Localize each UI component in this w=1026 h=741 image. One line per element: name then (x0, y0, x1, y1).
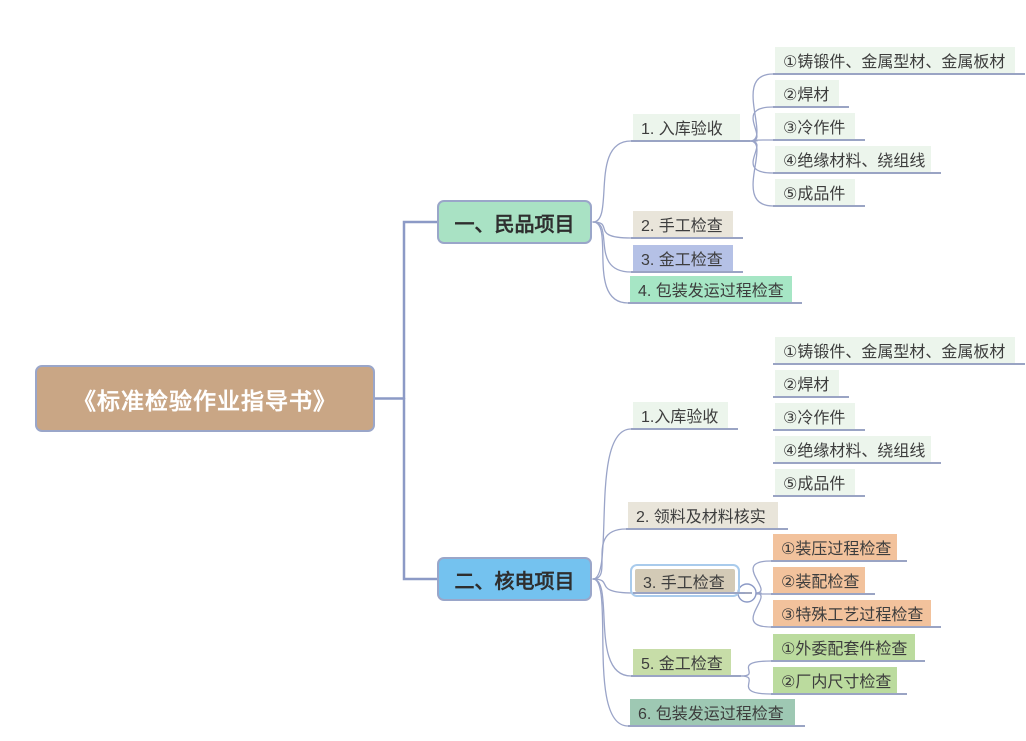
topic-label: ④绝缘材料、绕组线 (783, 443, 926, 460)
topic-b1[interactable]: 一、民品项目 (437, 200, 592, 244)
topic-label: ②装配检查 (781, 574, 860, 591)
topic-label: ①装压过程检查 (781, 541, 892, 558)
topic-m1[interactable]: ①铸锻件、金属型材、金属板材 (773, 337, 1025, 365)
topic-root[interactable]: 《标准检验作业指导书》 (35, 365, 375, 432)
topic-m2[interactable]: ②焊材 (773, 370, 849, 398)
topic-h2[interactable]: ②装配检查 (771, 567, 875, 595)
topic-n1[interactable]: 1.入库验收 (631, 402, 738, 430)
topic-n6[interactable]: 6. 包装发运过程检查 (628, 699, 805, 727)
topic-c4[interactable]: 4. 包装发运过程检查 (628, 276, 802, 304)
topic-n3[interactable]: 3. 手工检查 (630, 564, 745, 597)
topic-b2[interactable]: 二、核电项目 (437, 557, 592, 601)
topic-c3[interactable]: 3. 金工检查 (631, 245, 743, 273)
topic-c2[interactable]: 2. 手工检查 (631, 211, 743, 239)
topic-label: 1.入库验收 (641, 409, 719, 426)
topic-label: ①铸锻件、金属型材、金属板材 (783, 54, 1006, 71)
topic-label: ③冷作件 (783, 120, 846, 137)
topic-label: 2. 领料及材料核实 (636, 509, 766, 526)
topic-label: ②焊材 (783, 87, 830, 104)
topic-h1[interactable]: ①装压过程检查 (771, 534, 907, 562)
topic-k1[interactable]: ①外委配套件检查 (771, 634, 925, 662)
topic-label: 3. 手工检查 (643, 574, 725, 592)
topic-label: 2. 手工检查 (641, 218, 723, 235)
topic-g4[interactable]: ④绝缘材料、绕组线 (773, 146, 941, 174)
topic-g1[interactable]: ①铸锻件、金属型材、金属板材 (773, 47, 1025, 75)
topic-label: 一、民品项目 (454, 213, 575, 236)
topic-label: ①外委配套件检查 (781, 641, 908, 658)
topic-label: ①铸锻件、金属型材、金属板材 (783, 344, 1006, 361)
topic-label: 5. 金工检查 (641, 656, 723, 673)
topic-c1[interactable]: 1. 入库验收 (631, 114, 750, 142)
topic-k2[interactable]: ②厂内尺寸检查 (771, 667, 907, 695)
topic-label: ②厂内尺寸检查 (781, 674, 892, 691)
topic-label: 二、核电项目 (454, 570, 575, 593)
topic-h3[interactable]: ③特殊工艺过程检查 (771, 600, 941, 628)
topic-g2[interactable]: ②焊材 (773, 80, 849, 108)
topic-label: ②焊材 (783, 377, 830, 394)
topic-n2[interactable]: 2. 领料及材料核实 (626, 502, 788, 530)
topic-g3[interactable]: ③冷作件 (773, 113, 865, 141)
topic-label: 4. 包装发运过程检查 (638, 283, 784, 300)
topic-label: ③特殊工艺过程检查 (781, 607, 924, 624)
topic-m3[interactable]: ③冷作件 (773, 403, 865, 431)
topic-label: 6. 包装发运过程检查 (638, 706, 784, 723)
topic-label: ⑤成品件 (783, 476, 846, 493)
topic-label: 1. 入库验收 (641, 121, 723, 138)
topic-n5[interactable]: 5. 金工检查 (631, 649, 741, 677)
topic-label: ⑤成品件 (783, 186, 846, 203)
topic-label: 3. 金工检查 (641, 252, 723, 269)
topic-m4[interactable]: ④绝缘材料、绕组线 (773, 436, 941, 464)
topic-g5[interactable]: ⑤成品件 (773, 179, 865, 207)
topic-label: ③冷作件 (783, 410, 846, 427)
topic-label: ④绝缘材料、绕组线 (783, 153, 926, 170)
topic-label: 《标准检验作业指导书》 (73, 387, 337, 414)
topic-m5[interactable]: ⑤成品件 (773, 469, 865, 497)
